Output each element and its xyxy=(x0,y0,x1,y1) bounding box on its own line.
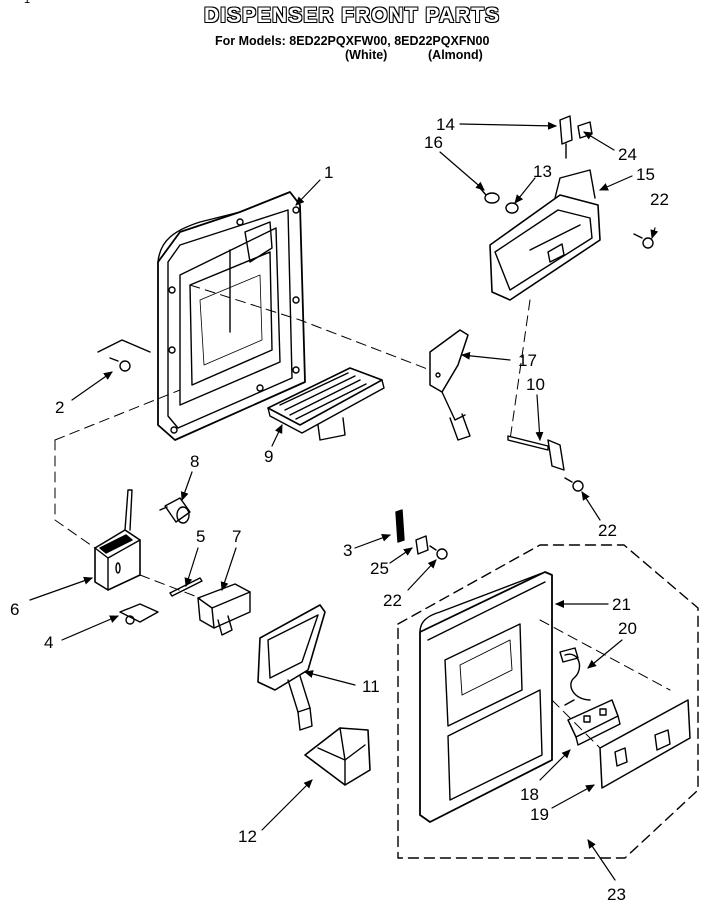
part-3-clip xyxy=(395,509,405,543)
part-2-screw xyxy=(97,339,151,372)
callout-21: 21 xyxy=(612,595,631,614)
callout-15: 15 xyxy=(636,165,655,184)
part-16-bulb xyxy=(479,187,500,204)
part-9-drip-tray xyxy=(267,367,385,441)
callout-12: 12 xyxy=(238,827,257,846)
part-4-bracket xyxy=(119,603,159,625)
part-1-housing xyxy=(157,191,306,441)
diagram-title: DISPENSER FRONT PARTS xyxy=(204,4,500,27)
part-12-funnel xyxy=(304,727,371,786)
callout-11: 11 xyxy=(362,677,380,696)
callout-labels: 1 2 3 4 5 6 7 8 9 10 11 12 13 14 15 16 1… xyxy=(10,115,669,904)
callout-3: 3 xyxy=(343,541,352,560)
part-7-actuator xyxy=(197,583,251,636)
callout-8: 8 xyxy=(190,452,199,471)
callout-24: 24 xyxy=(618,145,637,164)
callout-23: 23 xyxy=(607,885,626,904)
models-line: For Models: 8ED22PQXFW00, 8ED22PQXFN00 xyxy=(215,34,490,48)
part-5-pin xyxy=(169,577,203,597)
alignment-lines xyxy=(54,284,671,749)
part-22-screw-mid xyxy=(564,477,584,492)
part-20-harness xyxy=(559,647,591,706)
part-25-shim xyxy=(415,535,429,555)
callout-6: 6 xyxy=(10,600,19,619)
callout-19: 19 xyxy=(530,805,549,824)
callout-18: 18 xyxy=(520,785,539,804)
part-23-assembly-outline xyxy=(397,544,699,859)
part-15-light-housing xyxy=(489,169,601,301)
diagram-header: 1 DISPENSER FRONT PARTS For Models: 8ED2… xyxy=(0,0,704,80)
callout-10: 10 xyxy=(526,375,545,394)
part-13-socket xyxy=(505,202,519,214)
callout-7: 7 xyxy=(232,527,241,546)
leader-arrows xyxy=(29,121,659,881)
callout-1: 1 xyxy=(324,163,333,182)
corner-mark: 1 xyxy=(24,0,31,6)
callout-22-low: 22 xyxy=(383,591,402,610)
callout-22-top: 22 xyxy=(650,190,669,209)
part-21-front-panel xyxy=(419,571,553,823)
callout-22-mid: 22 xyxy=(598,521,617,540)
part-22-screw-low xyxy=(429,545,448,560)
variant-white: (White) xyxy=(345,48,388,62)
part-18-board xyxy=(567,699,621,746)
part-19-overlay xyxy=(599,699,691,789)
part-11-lever xyxy=(257,604,326,731)
callout-13: 13 xyxy=(533,162,552,181)
part-14-switch xyxy=(559,115,573,159)
part-22-screw-top xyxy=(633,233,654,249)
callout-9: 9 xyxy=(264,447,273,466)
part-10-rod xyxy=(507,435,565,471)
variant-almond: (Almond) xyxy=(428,48,483,62)
part-6-module xyxy=(94,489,141,591)
callout-20: 20 xyxy=(618,619,637,638)
part-17-paddle xyxy=(429,329,471,441)
callout-17: 17 xyxy=(518,351,537,370)
callout-4: 4 xyxy=(44,633,53,652)
callout-16: 16 xyxy=(424,133,443,152)
part-8-solenoid xyxy=(159,497,191,524)
callout-2: 2 xyxy=(55,398,64,417)
callout-25: 25 xyxy=(370,559,389,578)
callout-14: 14 xyxy=(436,115,455,134)
callout-5: 5 xyxy=(196,527,205,546)
